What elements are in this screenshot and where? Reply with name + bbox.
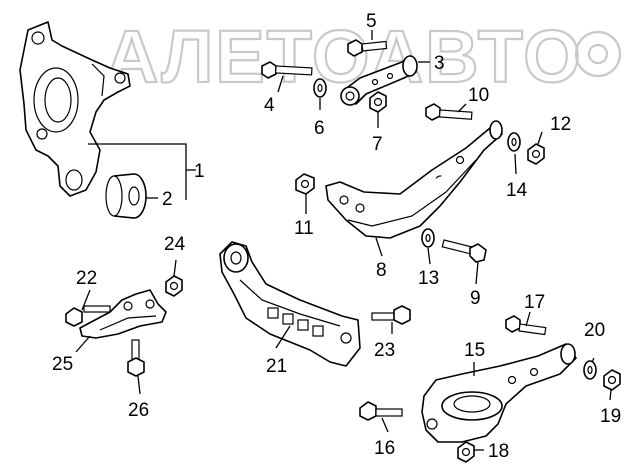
part-washer-6 — [313, 78, 327, 98]
callout-17: 17 — [524, 292, 545, 313]
leader-lines — [75, 30, 612, 451]
callout-18: 18 — [488, 441, 509, 462]
callout-20: 20 — [584, 320, 605, 341]
part-bolt-23 — [371, 305, 411, 325]
callout-5: 5 — [366, 11, 377, 32]
callout-7: 7 — [372, 134, 383, 155]
part-bolt-4 — [261, 61, 313, 79]
part-bolt-22 — [65, 305, 111, 327]
callout-14: 14 — [506, 180, 528, 201]
part-washer-20 — [583, 360, 597, 380]
part-upper-control-link — [340, 55, 418, 106]
callout-2: 2 — [162, 189, 173, 210]
callout-1: 1 — [194, 161, 205, 182]
callout-8: 8 — [376, 260, 387, 281]
part-bolt-9 — [441, 239, 487, 263]
callout-26: 26 — [128, 400, 149, 421]
callout-15: 15 — [464, 340, 485, 361]
part-bracket — [79, 289, 167, 339]
part-nut-19 — [603, 369, 621, 391]
callout-3: 3 — [434, 53, 445, 74]
callout-19: 19 — [600, 406, 621, 427]
callout-25: 25 — [52, 354, 73, 375]
callout-4: 4 — [264, 95, 275, 116]
part-nut-18 — [457, 441, 475, 463]
part-trailing-arm — [219, 241, 361, 367]
callout-11: 11 — [294, 218, 314, 239]
part-nut-12 — [527, 143, 545, 165]
part-bolt-10 — [425, 103, 473, 121]
callout-16: 16 — [374, 438, 395, 459]
part-nut-24 — [165, 275, 183, 297]
watermark-logo: АЛЕТОАВТО — [104, 14, 622, 99]
part-bolt-26 — [127, 339, 145, 377]
callout-22: 22 — [76, 268, 97, 289]
part-steering-knuckle — [19, 21, 131, 197]
part-lower-control-arm — [325, 120, 503, 239]
part-washer-14 — [507, 132, 521, 152]
callout-12: 12 — [550, 114, 571, 135]
callout-23: 23 — [374, 340, 395, 361]
part-washer-13 — [421, 228, 435, 248]
callout-6: 6 — [314, 118, 325, 139]
part-bolt-17 — [505, 315, 547, 336]
callout-9: 9 — [470, 288, 481, 309]
part-bolt-16 — [359, 401, 403, 421]
part-nut-7 — [369, 91, 387, 113]
callout-labels: 1 2 3 4 5 6 7 8 9 10 11 12 13 14 15 16 1… — [52, 11, 621, 462]
part-bushing — [105, 173, 147, 219]
callout-13: 13 — [418, 268, 439, 289]
part-spring-link — [421, 343, 577, 443]
watermark-text: АЛЕТОАВТО — [105, 15, 583, 98]
callout-10: 10 — [468, 85, 489, 106]
part-bolt-5 — [347, 39, 388, 57]
callout-24: 24 — [164, 234, 186, 255]
part-nut-11 — [295, 173, 315, 195]
callout-21: 21 — [266, 356, 287, 377]
